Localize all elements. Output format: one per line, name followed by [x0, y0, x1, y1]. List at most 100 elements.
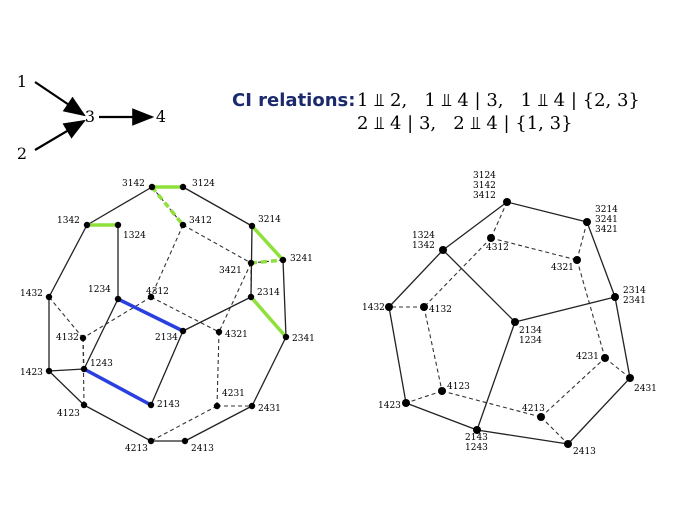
vertex-label-2134: 2134	[155, 333, 178, 343]
r-vertex-l	[438, 387, 446, 395]
vertex-label-4132: 4132	[56, 333, 79, 343]
r-vertex-label-i-0: 2134	[519, 326, 542, 336]
edge-4321-4231	[216, 331, 220, 407]
green-edge-3214-3241	[250, 224, 285, 262]
dag-edge-2-3	[34, 119, 86, 151]
r-vertex-label-o-0: 2143	[465, 433, 488, 443]
edge-4312-4132	[82, 296, 152, 339]
r-vertex-label-a-2: 3412	[473, 191, 496, 201]
green-edge-2314-2341	[249, 295, 288, 339]
vertex-label-2431: 2431	[258, 404, 281, 414]
r-vertex-label-g-0: 1432	[362, 303, 385, 313]
r-vertex-label-b-1: 1342	[412, 241, 435, 251]
ci-line-1: 1 ⫫ 2, 1 ⫫ 4 | 3, 1 ⫫ 4 | {2, 3}	[357, 90, 640, 111]
vertex-2431	[248, 402, 256, 410]
blue-edge-1234-2134	[117, 297, 184, 333]
r-edge-p-k	[567, 377, 631, 445]
r-vertex-c	[487, 234, 495, 242]
edge-3142-1342	[86, 186, 153, 226]
vertex-3421	[247, 259, 255, 267]
r-vertex-m	[402, 399, 410, 407]
r-vertex-label-f-1: 2341	[623, 296, 646, 306]
r-vertex-i	[511, 318, 519, 326]
blue-edge-1243-2143	[83, 367, 152, 407]
dag-edge-1-3	[34, 81, 86, 117]
r-vertex-k	[626, 374, 634, 382]
vertex-3142	[148, 183, 156, 191]
edge-4123-4213	[83, 404, 152, 442]
r-vertex-label-h-0: 4132	[429, 305, 452, 315]
r-vertex-d	[583, 218, 591, 226]
vertex-4231	[213, 402, 221, 410]
r-edge-d-f	[586, 221, 616, 298]
vertex-label-4213: 4213	[125, 444, 148, 454]
r-edge-l-n	[441, 390, 542, 418]
vertex-2143	[147, 401, 155, 409]
vertex-label-3421: 3421	[219, 266, 242, 276]
r-vertex-o	[473, 426, 481, 434]
ci-title: CI relations:	[232, 90, 356, 111]
vertex-4321	[215, 328, 223, 336]
vertex-1324	[114, 221, 122, 229]
r-vertex-label-n-0: 4213	[522, 404, 545, 414]
vertex-label-1243: 1243	[90, 359, 113, 369]
vertex-1243	[80, 365, 88, 373]
r-vertex-label-o-1: 1243	[465, 443, 488, 453]
green-dashed-edge-3421-3241	[250, 258, 284, 265]
r-vertex-n	[537, 413, 545, 421]
edge-1243-1423	[48, 368, 85, 372]
r-vertex-h	[420, 303, 428, 311]
vertex-3124	[179, 183, 187, 191]
r-edge-l-m	[405, 390, 443, 404]
vertex-4312	[147, 293, 155, 301]
r-vertex-e	[573, 256, 581, 264]
r-vertex-label-j-0: 4231	[576, 352, 599, 362]
edge-3421-4321	[218, 262, 252, 333]
r-vertex-label-l-0: 4123	[447, 382, 470, 392]
vertex-label-1234: 1234	[88, 285, 111, 295]
vertex-label-4123: 4123	[57, 409, 80, 419]
vertex-label-2341: 2341	[292, 334, 315, 344]
vertex-label-1432: 1432	[20, 289, 43, 299]
vertex-label-1324: 1324	[123, 231, 146, 241]
vertex-2341	[282, 333, 290, 341]
vertex-label-3412: 3412	[189, 216, 212, 226]
edge-1423-4123	[48, 370, 85, 406]
edge-4312-4321	[150, 296, 220, 333]
vertex-label-3124: 3124	[192, 179, 215, 189]
vertex-1234	[114, 295, 122, 303]
edge-4132-1243	[82, 337, 85, 370]
edge-3412-3421	[182, 224, 252, 264]
r-vertex-a	[503, 198, 511, 206]
dag-node-2: 2	[17, 144, 27, 163]
r-edge-b-g	[388, 249, 444, 308]
r-vertex-label-m-0: 1423	[378, 401, 401, 411]
vertex-label-4231: 4231	[222, 389, 245, 399]
r-edge-n-j	[540, 357, 606, 418]
vertex-3241	[279, 256, 287, 264]
vertex-label-2413: 2413	[191, 444, 214, 454]
green-dashed-edge-3142-3412	[150, 185, 185, 227]
r-vertex-g	[385, 303, 393, 311]
r-vertex-label-k-0: 2431	[634, 384, 657, 394]
r-edge-a-b	[442, 201, 508, 251]
r-edge-n-p	[540, 416, 569, 445]
r-edge-g-m	[388, 306, 407, 404]
edge-2143-2134	[150, 330, 184, 406]
edge-3412-4312	[150, 224, 184, 298]
r-edge-j-k	[604, 357, 631, 379]
vertex-label-4321: 4321	[225, 330, 248, 340]
r-edge-b-i	[442, 249, 516, 323]
edge-3124-3214	[182, 186, 253, 227]
r-vertex-label-a-0: 3124	[473, 171, 496, 181]
vertex-1432	[45, 293, 53, 301]
edge-4231-4213	[150, 405, 218, 442]
r-edge-h-l	[423, 306, 443, 392]
edge-2134-2314	[182, 296, 252, 332]
edge-4132-1432	[48, 296, 84, 339]
r-vertex-p	[564, 440, 572, 448]
vertex-label-4312: 4312	[146, 287, 169, 297]
left-polytope: 1234124313241342142314322134214323142341…	[20, 179, 315, 454]
